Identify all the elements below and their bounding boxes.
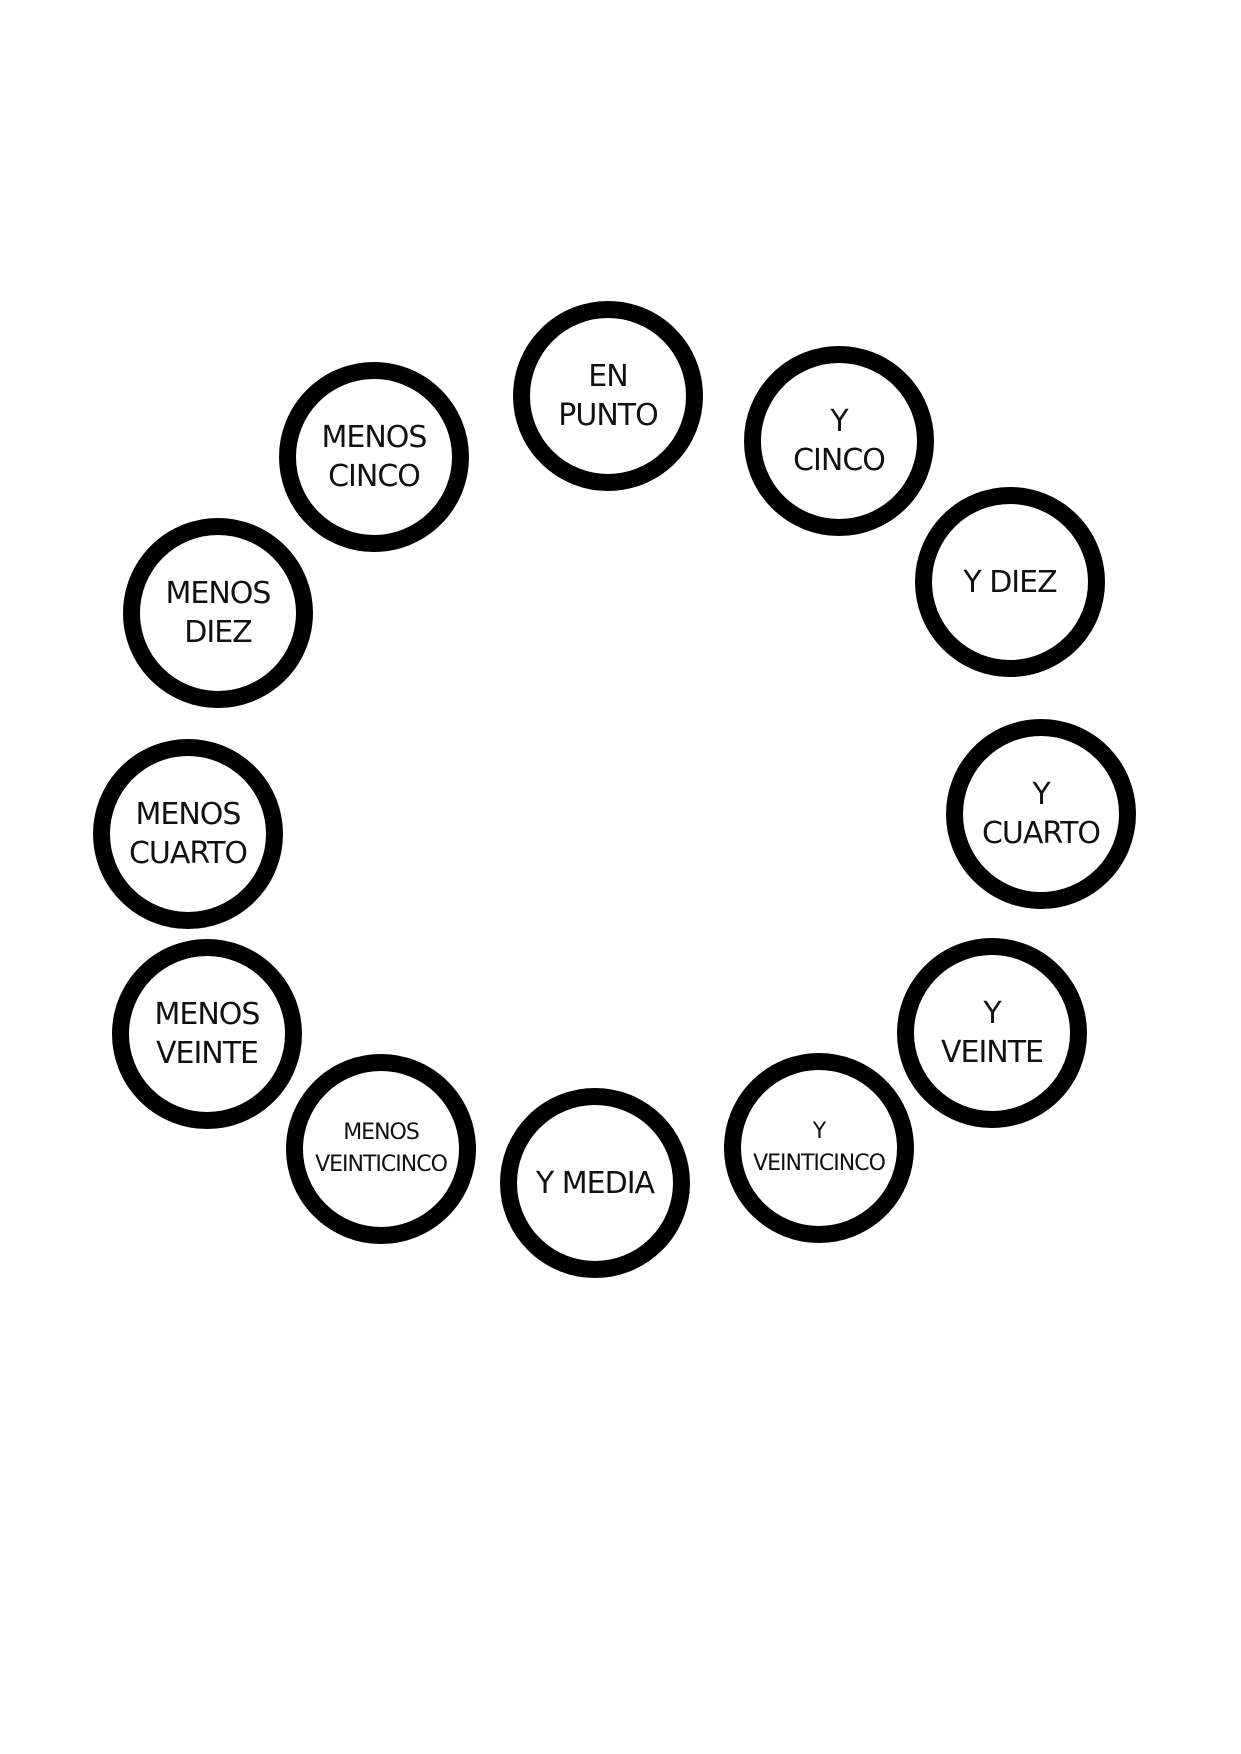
circle-y-veinte: Y VEINTE xyxy=(897,938,1087,1128)
circle-label: EN PUNTO xyxy=(558,357,658,435)
label-line: DIEZ xyxy=(184,615,252,650)
label-line: Y DIEZ xyxy=(963,564,1057,600)
circle-label: Y VEINTE xyxy=(940,994,1044,1072)
label-line: CUARTO xyxy=(128,836,248,871)
circle-menos-diez: MENOS DIEZ xyxy=(123,518,313,708)
label-line: MENOS xyxy=(135,797,242,832)
circle-label: MENOS CINCO xyxy=(321,418,428,496)
circle-y-cuarto: Y CUARTO xyxy=(946,719,1136,909)
label-line: VEINTE xyxy=(940,1035,1044,1070)
circle-label: MENOS VEINTE xyxy=(154,995,261,1073)
circle-y-veinticinco: Y VEINTICINCO xyxy=(724,1053,914,1243)
label-line: VEINTICINCO xyxy=(315,1152,448,1177)
circle-label: Y VEINTICINCO xyxy=(753,1116,886,1180)
circle-menos-cinco: MENOS CINCO xyxy=(279,362,469,552)
circle-y-media: Y MEDIA xyxy=(500,1088,690,1278)
label-line: VEINTICINCO xyxy=(753,1151,886,1176)
label-line: CUARTO xyxy=(981,816,1101,851)
circle-label: Y CINCO xyxy=(793,402,886,480)
label-line: Y MEDIA xyxy=(535,1165,655,1201)
circle-label: Y MEDIA xyxy=(535,1164,655,1203)
label-line: MENOS xyxy=(154,997,261,1032)
label-line: CINCO xyxy=(793,443,886,478)
label-line: PUNTO xyxy=(558,398,658,433)
label-line: Y xyxy=(1032,777,1050,812)
label-line: MENOS xyxy=(321,420,428,455)
label-line: MENOS xyxy=(165,576,272,611)
label-line: Y xyxy=(812,1119,826,1145)
circle-label: Y CUARTO xyxy=(981,775,1101,853)
label-line: EN xyxy=(588,359,628,394)
circle-label: MENOS DIEZ xyxy=(165,574,272,652)
circle-label: Y DIEZ xyxy=(963,563,1057,602)
label-line: Y xyxy=(830,404,848,439)
circle-label: MENOS CUARTO xyxy=(128,795,248,873)
circle-en-punto: EN PUNTO xyxy=(513,301,703,491)
circle-menos-veinticinco: MENOS VEINTICINCO xyxy=(286,1054,476,1244)
circle-y-diez: Y DIEZ xyxy=(915,487,1105,677)
label-line: VEINTE xyxy=(155,1036,259,1071)
circle-label: MENOS VEINTICINCO xyxy=(315,1117,448,1181)
circle-menos-veinte: MENOS VEINTE xyxy=(112,939,302,1129)
circle-y-cinco: Y CINCO xyxy=(744,346,934,536)
label-line: Y xyxy=(983,996,1001,1031)
label-line: MENOS xyxy=(343,1120,420,1146)
circle-menos-cuarto: MENOS CUARTO xyxy=(93,739,283,929)
label-line: CINCO xyxy=(328,459,421,494)
